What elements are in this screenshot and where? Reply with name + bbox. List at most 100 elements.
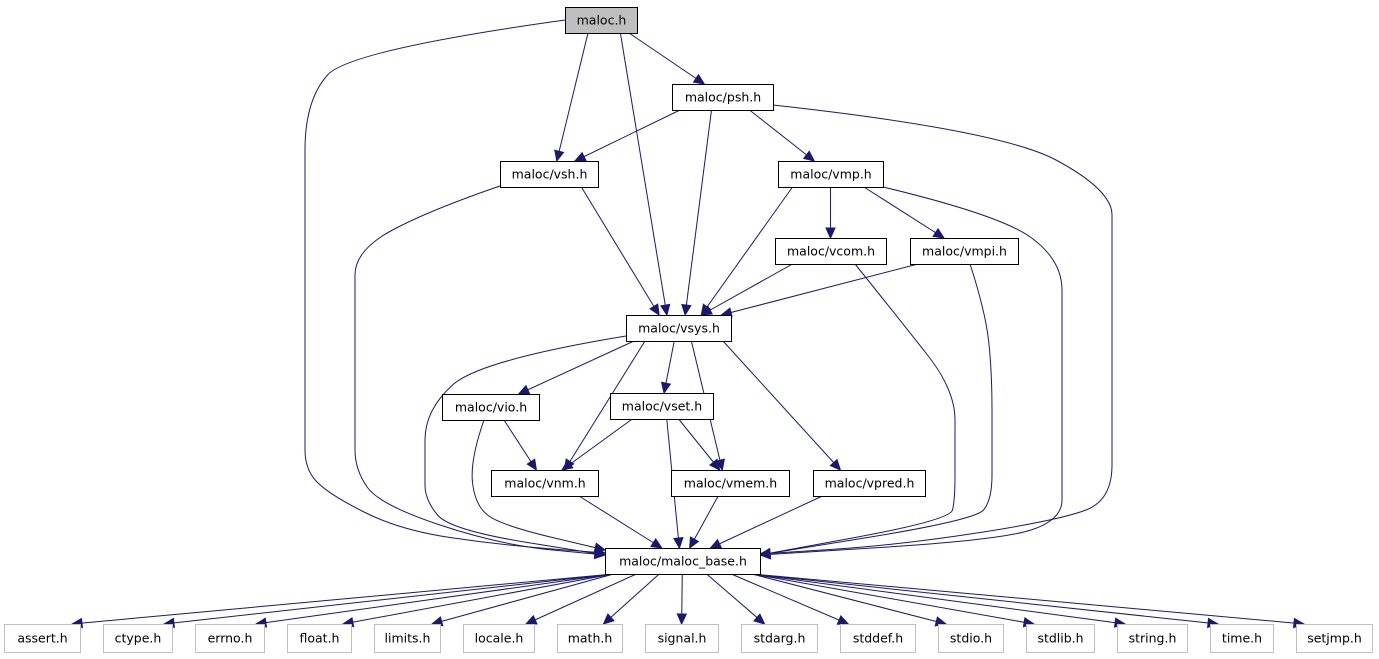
- edge-vmpi-to-vsys: [720, 263, 919, 318]
- edge-psh-to-vsys: [681, 109, 712, 317]
- node-label: time.h: [1222, 631, 1262, 646]
- arrowhead: [829, 458, 842, 471]
- edge-line: [759, 263, 956, 556]
- edge-vio-to-vnm: [503, 419, 538, 472]
- node-label: stdio.h: [950, 631, 992, 646]
- edge-line: [619, 32, 668, 316]
- arrowhead: [659, 303, 671, 317]
- edge-vmem-to-base: [689, 495, 719, 550]
- node-signal[interactable]: signal.h: [645, 624, 719, 653]
- node-vpred[interactable]: maloc/vpred.h: [813, 470, 926, 497]
- node-ctype[interactable]: ctype.h: [103, 624, 173, 653]
- edge-vset-to-vmem: [678, 418, 721, 471]
- arrowhead: [649, 303, 660, 317]
- edge-line: [603, 573, 660, 625]
- node-time[interactable]: time.h: [1210, 624, 1274, 653]
- arrowhead: [554, 149, 565, 163]
- node-string[interactable]: string.h: [1117, 624, 1188, 653]
- node-box: [671, 470, 790, 497]
- arrowhead: [709, 538, 723, 549]
- node-label: maloc/vmpi.h: [922, 244, 1007, 259]
- edge-base-to-math: [602, 573, 660, 625]
- node-vcom[interactable]: maloc/vcom.h: [775, 238, 887, 265]
- node-box: [103, 624, 173, 653]
- arrowhead: [650, 537, 663, 549]
- node-vio[interactable]: maloc/vio.h: [442, 394, 540, 421]
- edge-line: [684, 109, 712, 316]
- edge-line: [706, 573, 765, 625]
- edge-psh-to-vsh: [573, 109, 681, 162]
- node-box: [626, 315, 732, 342]
- edge-maloc-to-vsh: [554, 32, 589, 163]
- node-vmem[interactable]: maloc/vmem.h: [671, 470, 790, 497]
- edge-vio-to-base: [471, 419, 607, 553]
- edge-vsh-to-vsys: [580, 186, 660, 317]
- edge-line: [710, 495, 823, 549]
- node-errno[interactable]: errno.h: [195, 624, 265, 653]
- node-label: locale.h: [475, 631, 524, 646]
- edge-line: [628, 32, 705, 85]
- node-stdio[interactable]: stdio.h: [938, 624, 1004, 653]
- node-label: maloc/psh.h: [685, 90, 761, 105]
- node-float[interactable]: float.h: [287, 624, 352, 653]
- arrowhead: [700, 305, 714, 316]
- node-maloc[interactable]: maloc.h: [565, 7, 638, 34]
- edge-line: [731, 573, 849, 625]
- node-box: [1117, 624, 1188, 653]
- node-box: [813, 470, 926, 497]
- node-label: maloc/vset.h: [622, 399, 702, 414]
- edge-line: [163, 573, 614, 625]
- node-psh[interactable]: maloc/psh.h: [672, 84, 774, 111]
- arrowhead: [692, 73, 706, 85]
- edge-base-to-stdio: [751, 573, 948, 627]
- node-vset[interactable]: maloc/vset.h: [610, 393, 714, 420]
- node-box: [938, 624, 1004, 653]
- edge-vsys-to-vset: [660, 340, 675, 395]
- node-locale[interactable]: locale.h: [463, 624, 535, 653]
- edge-vmpi-to-base: [758, 263, 993, 559]
- edge-base-to-float: [341, 573, 614, 628]
- node-vnm[interactable]: maloc/vnm.h: [491, 470, 599, 497]
- edge-line: [863, 186, 945, 239]
- edge-line: [431, 573, 614, 625]
- node-box: [287, 624, 352, 653]
- edge-line: [304, 19, 606, 554]
- node-label: maloc/vmp.h: [790, 167, 871, 182]
- edge-line: [751, 573, 947, 625]
- node-math[interactable]: math.h: [557, 624, 623, 653]
- edge-vset-to-vnm: [561, 418, 633, 471]
- node-box: [1296, 624, 1373, 653]
- node-label: maloc/vnm.h: [504, 476, 585, 491]
- node-vmp[interactable]: maloc/vmp.h: [778, 161, 884, 188]
- node-stdlib[interactable]: stdlib.h: [1026, 624, 1095, 653]
- node-box: [565, 7, 638, 34]
- node-limits[interactable]: limits.h: [374, 624, 441, 653]
- node-box: [610, 393, 714, 420]
- edge-base-to-stddef: [731, 573, 850, 625]
- node-label: float.h: [300, 631, 340, 646]
- edge-line: [255, 573, 614, 625]
- node-label: maloc/vmem.h: [684, 476, 777, 491]
- node-setjmp[interactable]: setjmp.h: [1296, 624, 1373, 653]
- node-stddef[interactable]: stddef.h: [840, 624, 916, 653]
- edge-base-to-ctype: [162, 573, 614, 629]
- edge-line: [751, 573, 1219, 625]
- node-vsh[interactable]: maloc/vsh.h: [500, 161, 599, 188]
- node-box: [778, 161, 884, 188]
- node-stdarg[interactable]: stdarg.h: [741, 624, 818, 653]
- node-vmpi[interactable]: maloc/vmpi.h: [910, 238, 1019, 265]
- arrowhead: [660, 381, 672, 395]
- edge-line: [578, 495, 663, 549]
- edge-vcom-to-vsys: [700, 263, 793, 316]
- node-assert[interactable]: assert.h: [4, 624, 81, 653]
- node-box: [1210, 624, 1274, 653]
- node-vsys[interactable]: maloc/vsys.h: [626, 315, 732, 342]
- arrowhead: [676, 613, 688, 626]
- arrowhead: [593, 542, 607, 553]
- node-base[interactable]: maloc/maloc_base.h: [605, 548, 761, 575]
- edge-line: [424, 335, 627, 556]
- node-label: maloc.h: [577, 13, 627, 28]
- node-box: [557, 624, 623, 653]
- node-box: [672, 84, 774, 111]
